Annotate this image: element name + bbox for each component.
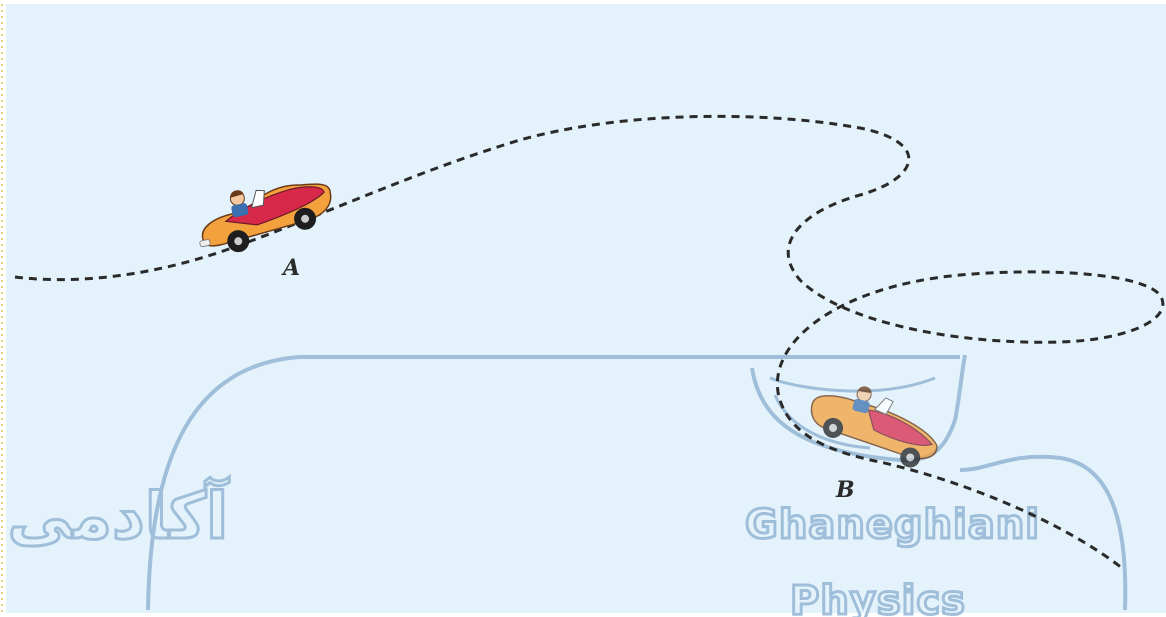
car-a-driver-hair xyxy=(230,190,244,198)
watermark-latin-2: Physics xyxy=(790,578,966,617)
car-a-front-hub xyxy=(301,214,310,223)
label-point-b: B xyxy=(835,477,855,503)
car-a-windshield xyxy=(250,189,265,209)
watermark-swoosh-inner xyxy=(769,376,936,393)
car-a xyxy=(199,183,332,253)
car-b-front-hub xyxy=(906,453,915,462)
watermark-frame-right xyxy=(959,454,1128,611)
car-b xyxy=(810,386,938,468)
label-point-a: A xyxy=(281,255,300,281)
diagram-background xyxy=(6,4,1166,613)
car-b-windshield xyxy=(873,397,894,415)
car-a-driver-body xyxy=(231,203,249,218)
car-b-rear-hub xyxy=(829,423,838,432)
car-b-driver-body xyxy=(852,398,870,414)
car-a-rear-hub xyxy=(234,237,243,246)
trajectory-path xyxy=(14,114,1165,570)
car-a-bumper xyxy=(199,239,211,248)
watermark-persian: آکادمی فیزیک xyxy=(0,476,230,554)
car-b-upper-body xyxy=(867,409,934,446)
car-b-driver-hair xyxy=(857,386,872,394)
watermark-latin-1: Ghaneghiani xyxy=(745,502,1040,548)
watermark-frame xyxy=(146,355,960,611)
watermark: آکادمی فیزیک Ghaneghiani Physics xyxy=(0,354,1128,617)
